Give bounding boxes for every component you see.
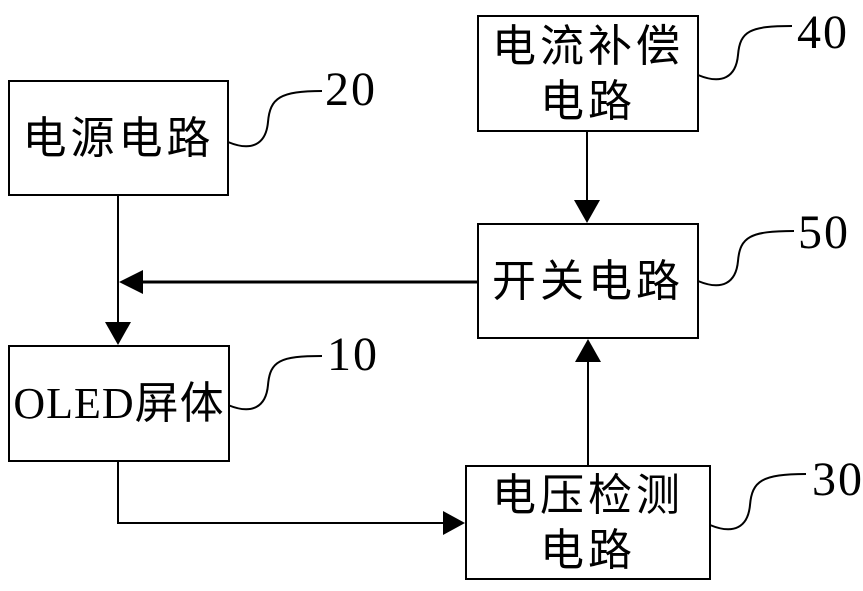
arrowhead-into-switch-top [574,200,600,223]
node-oled-panel-label: OLED屏体 [13,379,225,428]
ref-label-20: 20 [325,63,377,116]
node-voltage-detection-label-line2: 电路 [540,525,636,575]
leader-line-20 [227,90,323,148]
ref-label-30: 30 [812,453,863,506]
arrowhead-into-voltage [443,511,465,535]
ref-label-40: 40 [797,6,849,59]
leader-line-30 [709,473,807,531]
node-current-compensation-circuit: 电流补偿 电路 [477,15,699,132]
leader-line-10 [227,355,323,411]
node-current-compensation-label-line2: 电路 [540,76,636,126]
leader-line-50 [697,230,795,287]
arrowhead-into-oled [105,322,131,345]
node-oled-panel: OLED屏体 [8,345,230,462]
arrowhead-into-switch-bottom [575,339,601,362]
node-power-circuit: 电源电路 [8,80,229,196]
line-oled-to-voltage [117,462,444,524]
node-voltage-detection-label-line1: 电压检测 [492,470,684,520]
node-switch-circuit-label: 开关电路 [492,256,684,306]
ref-label-10: 10 [327,328,379,381]
ref-label-50: 50 [798,206,850,259]
node-power-circuit-label: 电源电路 [22,113,215,163]
node-current-compensation-label-line1: 电流补偿 [492,21,684,71]
node-voltage-detection-circuit: 电压检测 电路 [465,465,711,580]
node-switch-circuit: 开关电路 [477,223,699,339]
arrowhead-into-power-oled-line [119,270,143,294]
leader-line-40 [697,25,793,81]
